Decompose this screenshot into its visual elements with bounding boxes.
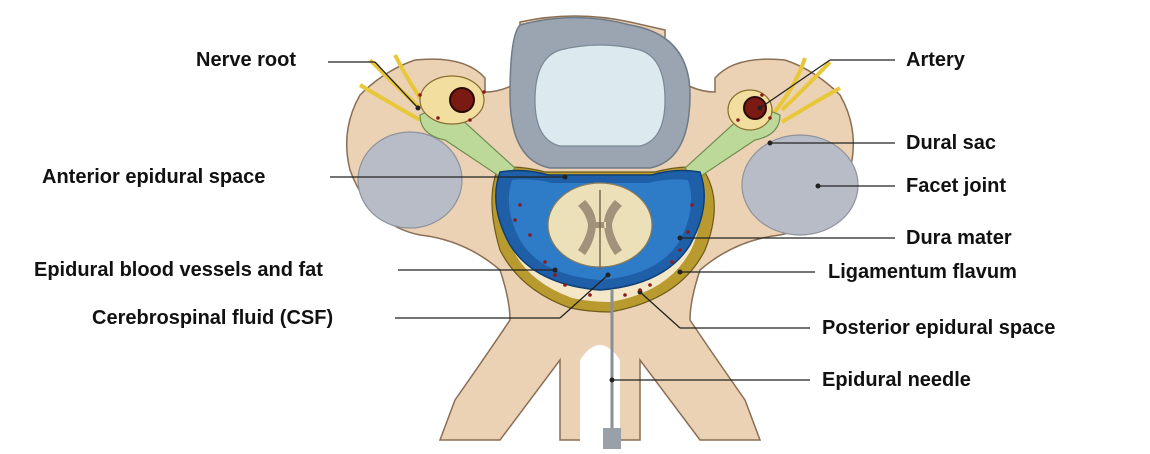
leader-dot xyxy=(816,184,821,189)
fat-vessel-dot xyxy=(482,90,486,94)
label-nerve-root: Nerve root xyxy=(196,48,296,72)
label-csf: Cerebrospinal fluid (CSF) xyxy=(92,306,333,330)
fat-vessel-dot xyxy=(670,260,674,264)
fat-vessel-dot xyxy=(543,260,547,264)
fat-vessel-dot xyxy=(418,93,422,97)
fat-vessel-dot xyxy=(468,118,472,122)
fat-vessel-dot xyxy=(686,230,690,234)
needle-hub xyxy=(603,428,621,449)
leader-dot xyxy=(553,268,558,273)
label-ligamentum-flavum: Ligamentum flavum xyxy=(828,260,1017,284)
leader-dot xyxy=(416,106,421,111)
leader-dot xyxy=(610,378,615,383)
label-posterior-epidural-space: Posterior epidural space xyxy=(822,316,1055,340)
fat-vessel-dot xyxy=(588,293,592,297)
leader-dot xyxy=(678,236,683,241)
label-facet-joint: Facet joint xyxy=(906,174,1006,198)
leader-dot xyxy=(606,273,611,278)
fat-vessel-dot xyxy=(518,203,522,207)
artery-right xyxy=(744,97,766,119)
leader-dot xyxy=(758,106,763,111)
fat-vessel-dot xyxy=(648,283,652,287)
fat-vessel-dot xyxy=(678,248,682,252)
leader-dot xyxy=(768,141,773,146)
fat-vessel-dot xyxy=(690,203,694,207)
facet-joint-right xyxy=(742,135,858,235)
label-epidural-needle: Epidural needle xyxy=(822,368,971,392)
fat-vessel-dot xyxy=(768,116,772,120)
label-anterior-epidural-space: Anterior epidural space xyxy=(42,165,265,189)
fat-vessel-dot xyxy=(436,116,440,120)
fat-vessel-dot xyxy=(638,288,642,292)
leader-dot xyxy=(678,270,683,275)
artery-left xyxy=(450,88,474,112)
label-epidural-blood-vessels: Epidural blood vessels and fat xyxy=(34,258,323,282)
fat-vessel-dot xyxy=(760,93,764,97)
disc-inner xyxy=(535,45,665,146)
label-dural-sac: Dural sac xyxy=(906,131,996,155)
label-artery: Artery xyxy=(906,48,965,72)
fat-vessel-dot xyxy=(623,293,627,297)
fat-vessel-dot xyxy=(513,218,517,222)
fat-vessel-dot xyxy=(563,283,567,287)
label-dura-mater: Dura mater xyxy=(906,226,1012,250)
leader-dot xyxy=(563,175,568,180)
facet-joint-left xyxy=(358,132,462,228)
fat-vessel-dot xyxy=(528,233,532,237)
fat-vessel-dot xyxy=(553,273,557,277)
fat-vessel-dot xyxy=(736,118,740,122)
